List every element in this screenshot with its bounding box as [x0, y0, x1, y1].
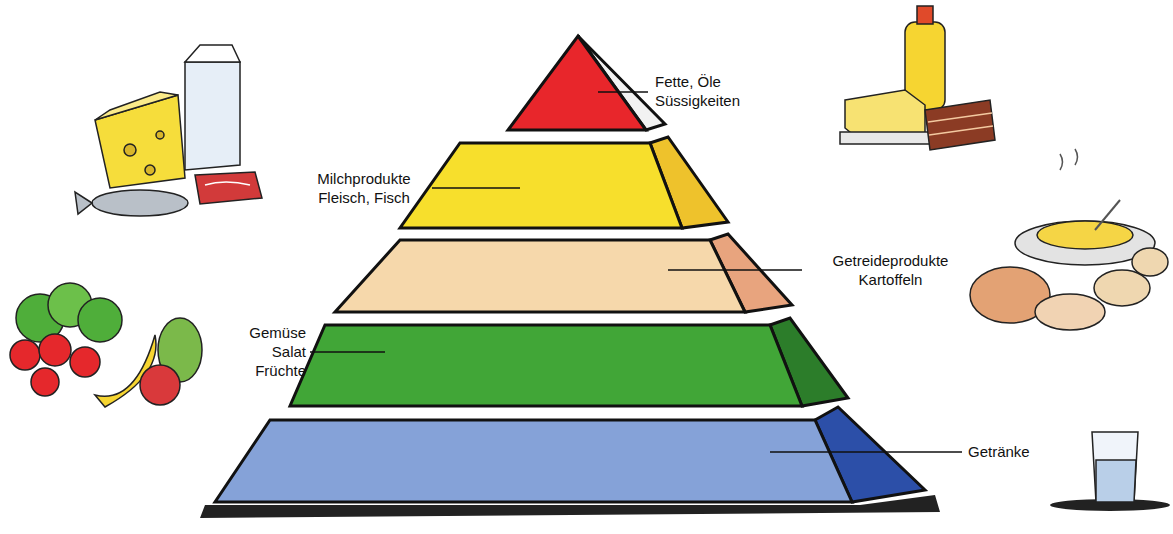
band-front — [335, 240, 745, 312]
band-front — [400, 143, 682, 228]
glass-icon — [1050, 432, 1170, 511]
fat-sweets-icon — [840, 6, 995, 150]
food-group-label: Getreideprodukte Kartoffeln — [808, 251, 973, 289]
food-group-label: Milchprodukte Fleisch, Fisch — [300, 169, 428, 207]
band-front — [215, 420, 852, 502]
dairy-meat-icon — [75, 45, 262, 216]
fruit-vegetable-icon — [10, 283, 202, 407]
food-group-label: Gemüse Salat Früchte — [222, 323, 306, 380]
band-front — [290, 325, 802, 406]
food-group-label: Fette, Öle Süssigkeiten — [655, 72, 770, 110]
food-group-label: Getränke — [968, 442, 1058, 461]
band-front — [508, 36, 646, 130]
grain-potato-icon — [970, 149, 1168, 330]
